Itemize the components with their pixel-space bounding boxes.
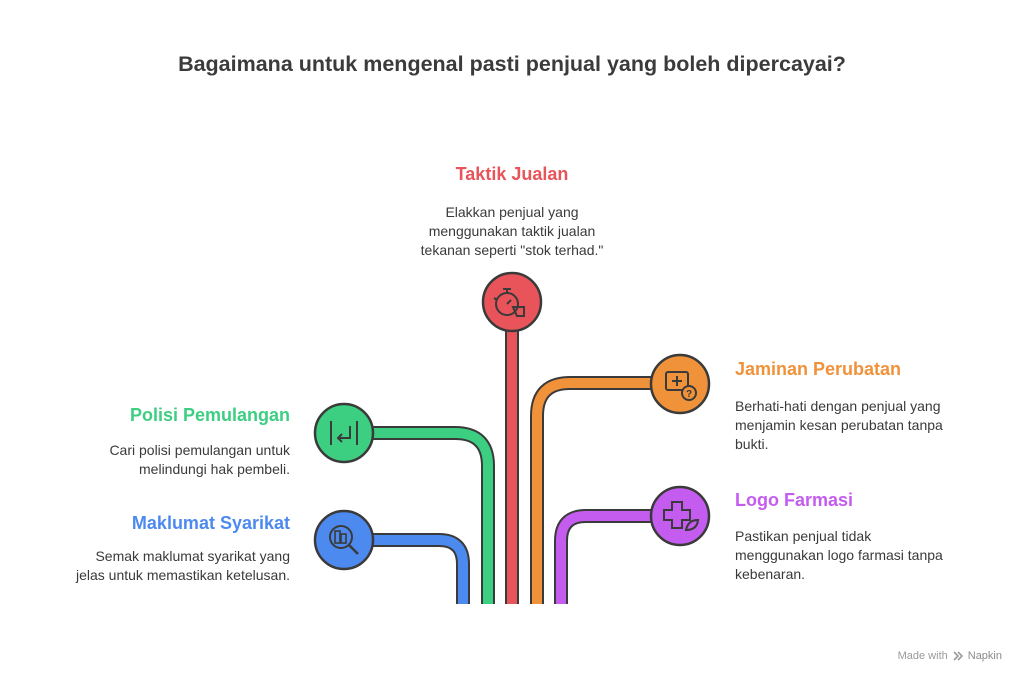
svg-text:?: ? [686,389,692,400]
maklumat-title: Maklumat Syarikat [131,513,290,533]
medical-cross-leaf-icon [649,485,711,547]
pipe-logo [554,509,654,604]
footer-credit[interactable]: Made with Napkin [898,650,1002,662]
maklumat-desc: Semak maklumat syarikat yang jelas untuk… [76,548,290,583]
taktik-title: Taktik Jualan [455,164,569,184]
stopwatch-alert-icon [481,271,543,333]
pipe-maklumat [369,533,470,604]
polisi-title: Polisi Pemulangan [129,405,290,425]
jaminan-desc: Berhati-hati dengan penjual yang menjami… [735,398,943,452]
page-title: Bagaimana untuk mengenal pasti penjual y… [178,52,846,76]
medical-question-icon: ? [649,353,711,415]
logo-title: Logo Farmasi [735,490,854,510]
polisi-desc: Cari polisi pemulangan untuk melindungi … [109,442,290,477]
napkin-logo-icon [953,651,963,661]
logo-desc: Pastikan penjual tidak menggunakan logo … [735,528,943,582]
jaminan-title: Jaminan Perubatan [735,359,902,379]
pipe-polisi [369,426,495,604]
return-arrow-icon [313,402,375,464]
building-search-icon [313,509,375,571]
taktik-desc: Elakkan penjual yang menggunakan taktik … [420,204,604,258]
footer-made-with: Made with [897,650,948,662]
footer-brand: Napkin [967,650,1002,662]
